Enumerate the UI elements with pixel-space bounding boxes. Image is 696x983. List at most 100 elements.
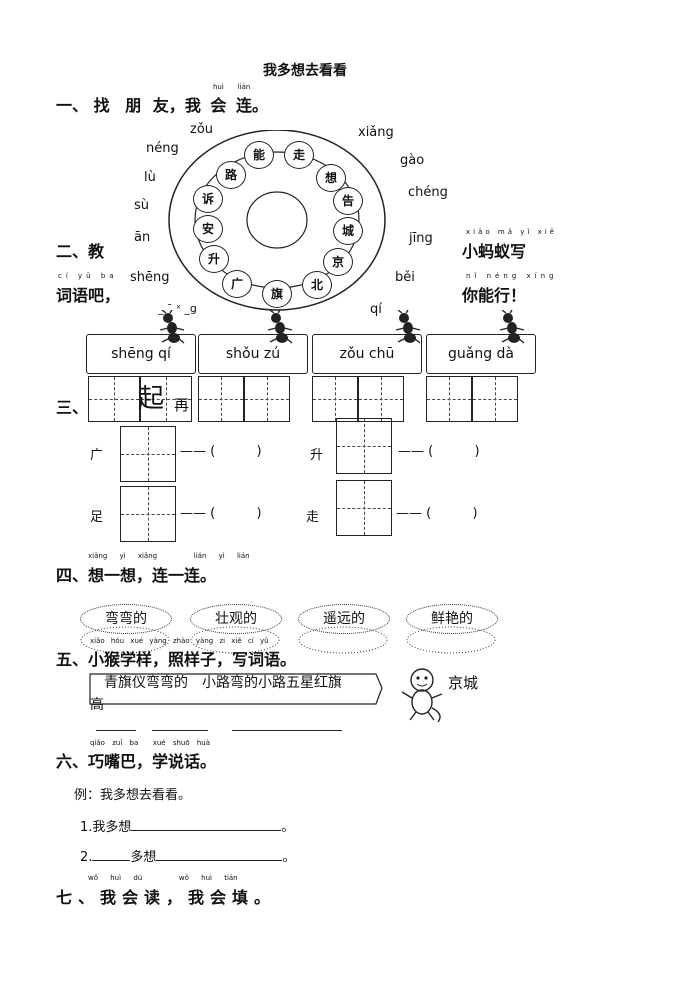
writing-grid[interactable] [426, 376, 472, 422]
ring-char[interactable]: 诉 [193, 185, 223, 213]
s1-period: 。 [252, 96, 269, 115]
s6-period: 。 [281, 820, 295, 835]
pinyin-label[interactable]: jīng [409, 231, 433, 246]
ring-char[interactable]: 京 [323, 248, 353, 276]
s6-example: 例：我多想去看看。 [74, 788, 192, 803]
ring-char[interactable]: 能 [244, 141, 274, 169]
ant-icon [267, 310, 293, 344]
section-3-big-char: 起 [138, 384, 165, 414]
word-oval[interactable]: 弯弯的 [80, 604, 172, 634]
writing-grid[interactable] [120, 486, 176, 542]
ring-char[interactable]: 升 [199, 245, 229, 273]
word-oval[interactable]: 鲜艳的 [406, 604, 498, 634]
s6-item-1-blank[interactable] [131, 830, 282, 831]
s5-tail-word: 京城 [448, 674, 479, 692]
section-2-pinyin-neng: nǐ néng xíng [466, 272, 558, 280]
lower-ovals [80, 626, 496, 654]
word-oval[interactable]: 遥远的 [298, 604, 390, 634]
writing-grid[interactable] [336, 480, 392, 536]
section-2-pinyin-ci: cí yǔ ba [58, 272, 118, 280]
pinyin-label[interactable]: gào [400, 153, 425, 168]
ring-char[interactable]: 北 [302, 271, 332, 299]
s1-char: 友 [152, 96, 169, 115]
pinyin-label[interactable]: lù [144, 170, 156, 185]
ant-icon [395, 310, 421, 344]
section-3-number: 三、 [56, 398, 89, 417]
s3-answer-paren[interactable]: —— ( ) [396, 506, 478, 521]
writing-grid[interactable] [140, 376, 192, 422]
word-oval[interactable]: 壮观的 [190, 604, 282, 634]
pinyin-sign: zǒu chū [312, 334, 422, 374]
s5-blank[interactable] [96, 716, 136, 735]
pinyin-label[interactable]: néng [146, 141, 179, 156]
s3-answer-paren[interactable]: —— ( ) [180, 506, 262, 521]
section-4-pinyin: xiǎng yì xiǎng lián yì lián [88, 552, 250, 560]
ring-char[interactable]: 安 [193, 215, 223, 243]
s3-char-right: 走 [306, 510, 320, 525]
s5-blank[interactable] [152, 716, 208, 735]
writing-grid[interactable] [472, 376, 518, 422]
pinyin-label[interactable]: běi [395, 270, 415, 285]
s1-char: 找 [93, 96, 110, 115]
s6-item-1: 1.我多想 。 [80, 816, 294, 835]
s5-second-word: 高 [90, 697, 104, 713]
s6-item-2-blank-b[interactable] [156, 860, 283, 861]
section-2-line2: 词语吧， [56, 286, 121, 305]
section-3-small-char: 再 [174, 396, 190, 414]
writing-grid[interactable] [312, 376, 358, 422]
monkey-icon [401, 668, 443, 722]
section-1-number: 一、 [56, 96, 89, 115]
ring-char[interactable]: 广 [222, 270, 252, 298]
section-6-pinyin: qiǎo zuǐ ba xué shuō huà [90, 739, 211, 747]
s6-item-1-text: 1.我多想 [80, 820, 132, 835]
ring-char[interactable]: 告 [333, 187, 363, 215]
pinyin-label[interactable]: chéng [408, 185, 448, 200]
pinyin-label[interactable]: qí [370, 302, 382, 317]
writing-grid[interactable] [358, 376, 404, 422]
pinyin-label[interactable]: zǒu [190, 122, 214, 137]
s1-char: 朋 [125, 96, 142, 115]
ring-char[interactable]: 路 [216, 161, 246, 189]
s3-answer-paren[interactable]: —— ( ) [398, 444, 480, 459]
writing-grid[interactable] [244, 376, 290, 422]
ring-char[interactable]: 走 [284, 141, 314, 169]
ring-char[interactable]: 城 [333, 217, 363, 245]
pinyin-label[interactable]: xiǎng [358, 125, 394, 140]
s6-item-2: 2. 多想 。 [80, 846, 295, 865]
s1-char: 我 [184, 96, 201, 115]
s6-period: 。 [282, 850, 296, 865]
pinyin-label[interactable]: ān [134, 230, 151, 245]
s6-item-2-number: 2. [80, 850, 93, 865]
s3-char-left: 足 [90, 510, 104, 525]
s6-item-2-text: 多想 [130, 850, 157, 865]
s3-char-right: 升 [310, 448, 324, 463]
ant-icon [159, 310, 185, 344]
s3-answer-paren[interactable]: —— ( ) [180, 444, 262, 459]
writing-grid[interactable] [336, 418, 392, 474]
section-2-line1-end: 小蚂蚁写 [462, 242, 527, 261]
page-title: 我多想去看看 [263, 63, 347, 79]
pinyin-label-partial: _ ˉ ˣ _g [158, 302, 197, 315]
writing-grid[interactable] [120, 426, 176, 482]
writing-grid[interactable] [198, 376, 244, 422]
s6-item-2-blank-a[interactable] [92, 860, 131, 861]
pinyin-label[interactable]: shēng [130, 270, 170, 285]
writing-grid[interactable] [88, 376, 140, 422]
s3-char-left: 广 [90, 448, 104, 463]
section-5-heading: 五、小猴学样，照样子，写词语。 [56, 650, 297, 669]
section-2-line2-end: 你能行！ [462, 286, 527, 305]
pinyin-label[interactable]: sù [134, 198, 150, 213]
s5-blank[interactable] [232, 716, 342, 735]
section-4-heading: 四、想一想，连一连。 [56, 566, 217, 585]
ant-icon [499, 310, 525, 344]
section-7-heading: 七、我会读，我会填。 [56, 888, 277, 907]
s5-example-words: 青旗仪弯弯的 小路弯的小路五星红旗 [104, 675, 342, 691]
ring-char[interactable]: 旗 [262, 280, 292, 308]
section-2-pinyin-top: xiǎo mǎ yǐ xiě [466, 228, 557, 236]
s1-comma: ， [168, 96, 185, 115]
section-2-line1: 二、教 [56, 242, 105, 261]
section-7-pinyin: wǒ huì dú wǒ huì tián [88, 874, 238, 882]
section-6-heading: 六、巧嘴巴，学说话。 [56, 752, 217, 771]
